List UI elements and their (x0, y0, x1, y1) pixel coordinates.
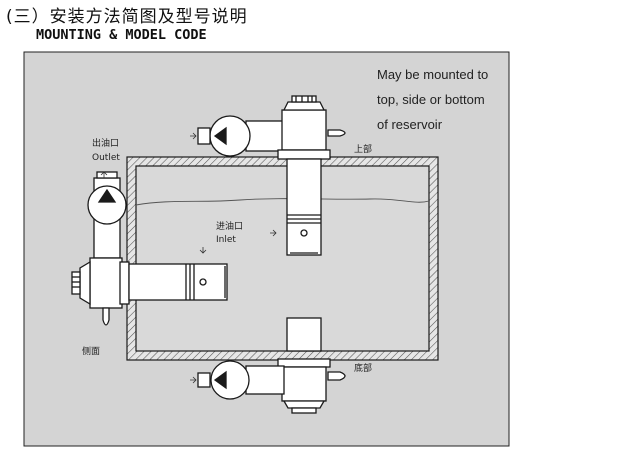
inlet-label-cn: 进油口 (216, 220, 243, 232)
flow-arrows (100, 132, 277, 384)
top-mounted-filter (197, 95, 346, 256)
side-pump-symbol (87, 185, 127, 225)
outlet-label-cn: 出油口 (92, 137, 119, 149)
outlet-label-en: Outlet (92, 153, 120, 163)
section-title-en: MOUNTING & MODEL CODE (36, 27, 207, 43)
mounting-note-line-3: of reservoir (377, 117, 443, 132)
section-title-cn: (三）安装方法简图及型号说明 (6, 7, 248, 27)
inlet-label-en: Inlet (216, 235, 236, 245)
side-position-label: 侧面 (82, 345, 100, 357)
top-position-label: 上部 (354, 143, 372, 155)
reservoir-tank (126, 156, 439, 361)
mounting-note-line-2: top, side or bottom (377, 92, 485, 107)
bottom-pump-symbol (210, 360, 250, 400)
bottom-position-label: 底部 (354, 362, 372, 374)
bottom-mounted-filter (197, 317, 346, 414)
side-mounted-filter (71, 171, 228, 326)
mounting-note-line-1: May be mounted to (377, 67, 488, 82)
